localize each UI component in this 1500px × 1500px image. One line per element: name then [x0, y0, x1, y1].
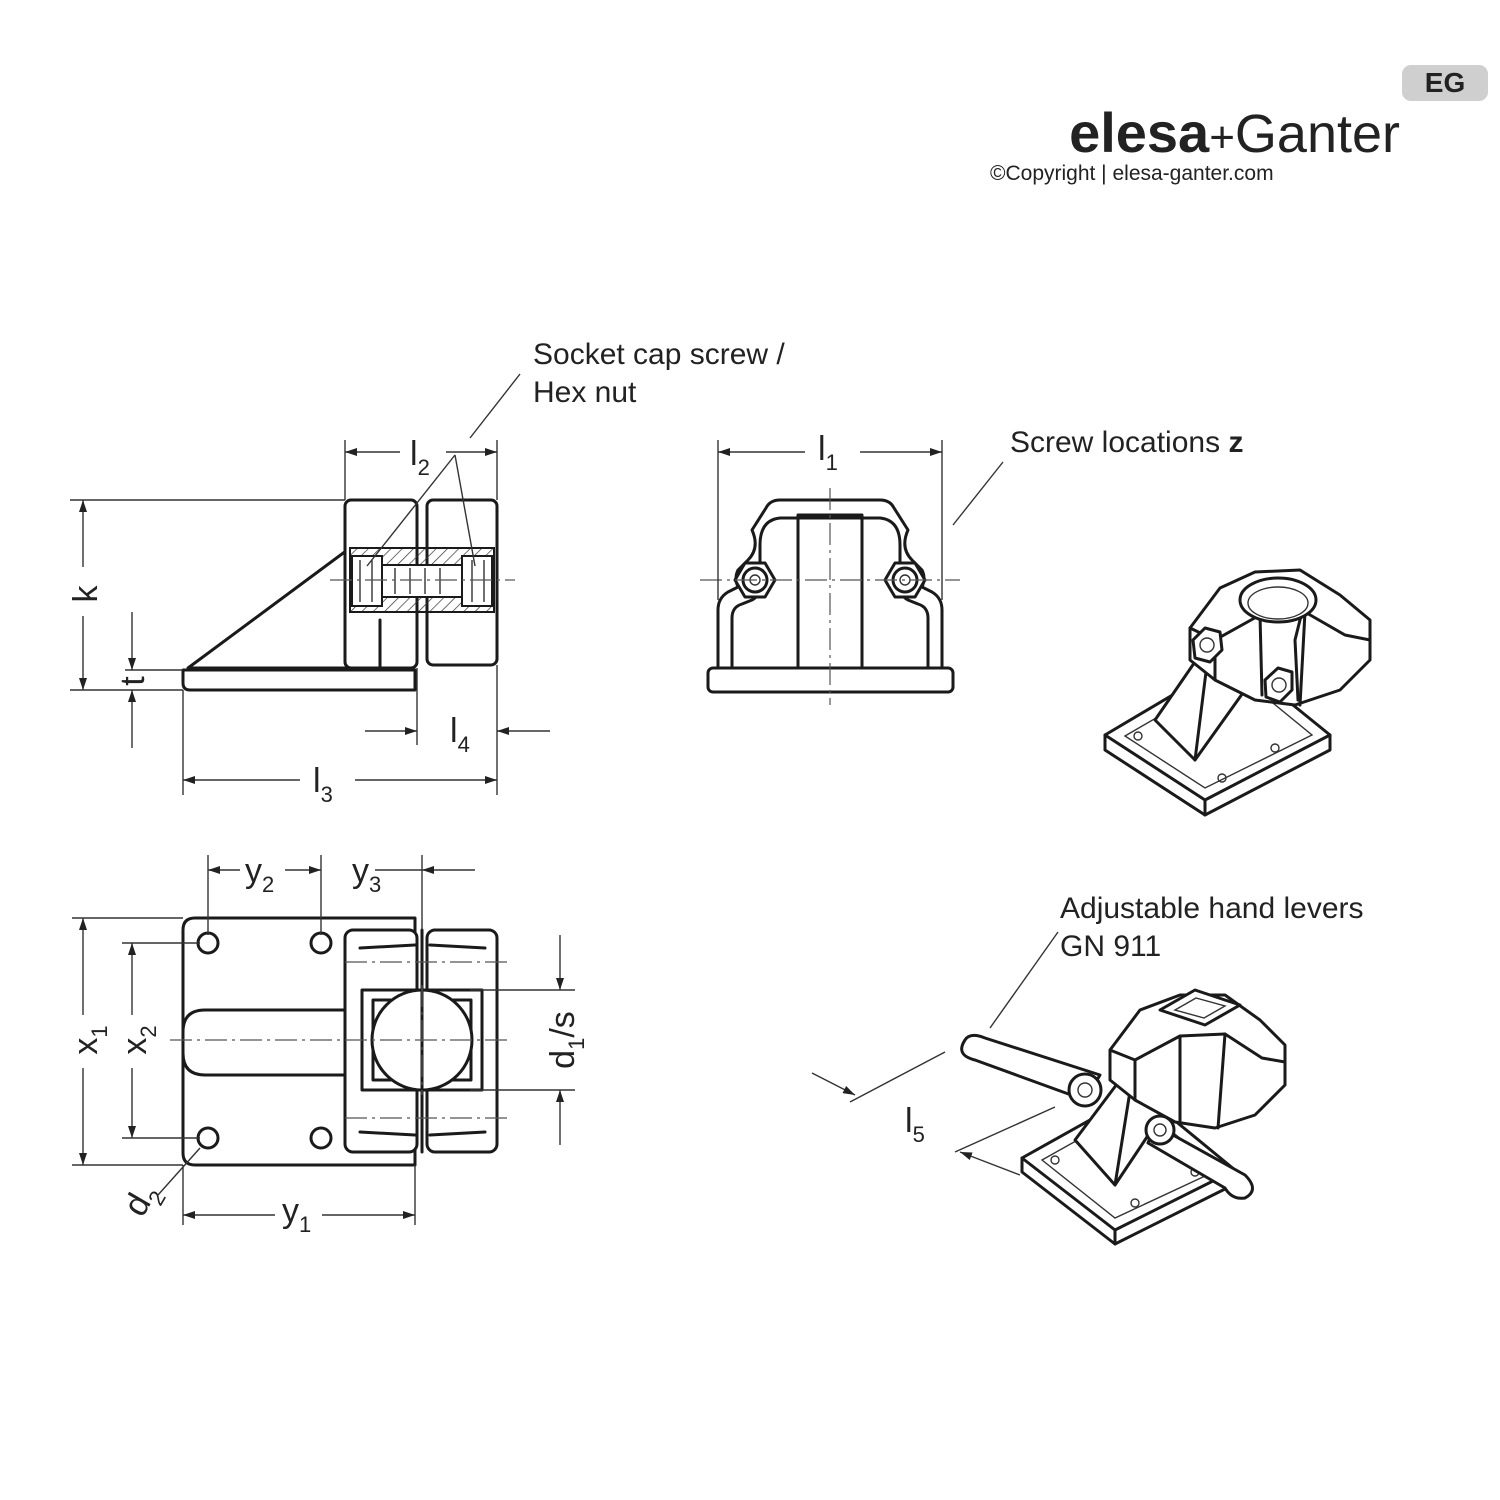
brand-logo: EG elesa+Ganter ©Copyright | elesa-gante… — [990, 65, 1488, 185]
brand-ganter: Ganter — [1235, 104, 1400, 164]
brand-elesa: elesa — [1069, 101, 1210, 164]
brand-plus: + — [1209, 113, 1235, 162]
dim-y3: y3 — [352, 852, 381, 897]
side-view — [70, 373, 550, 795]
dim-l1: l1 — [818, 430, 838, 475]
top-view — [72, 855, 575, 1225]
isometric-view-hand-levers — [811, 931, 1287, 1246]
front-view — [700, 440, 1004, 705]
callout-hand-levers: Adjustable hand levers — [1060, 892, 1364, 925]
callout-socket-cap-screw: Socket cap screw / — [533, 338, 785, 371]
callout-screw-locations: Screw locations z — [1010, 426, 1243, 459]
callout-gn911: GN 911 — [1060, 930, 1161, 963]
dim-y2: y2 — [245, 852, 274, 897]
brand-copyright: ©Copyright | elesa-ganter.com — [990, 162, 1274, 185]
dim-t: t — [114, 676, 152, 686]
dim-l4: l4 — [450, 712, 470, 757]
dim-l5: l5 — [905, 1102, 925, 1147]
dim-y1: y1 — [282, 1192, 311, 1237]
brand-name: elesa+Ganter — [1069, 101, 1400, 164]
dim-x1: x1 — [67, 1025, 112, 1054]
dim-l3: l3 — [313, 762, 333, 807]
dim-l2: l2 — [410, 435, 430, 480]
dim-k: k — [67, 585, 105, 603]
dim-d2: d2 — [116, 1177, 171, 1226]
dim-d1-s: d1/s — [544, 1011, 589, 1069]
callout-hex-nut: Hex nut — [533, 376, 637, 409]
brand-badge: EG — [1425, 67, 1465, 98]
brand-badge-box — [1402, 65, 1488, 101]
dim-x2: x2 — [116, 1025, 161, 1054]
isometric-view-clamp — [1103, 568, 1372, 817]
